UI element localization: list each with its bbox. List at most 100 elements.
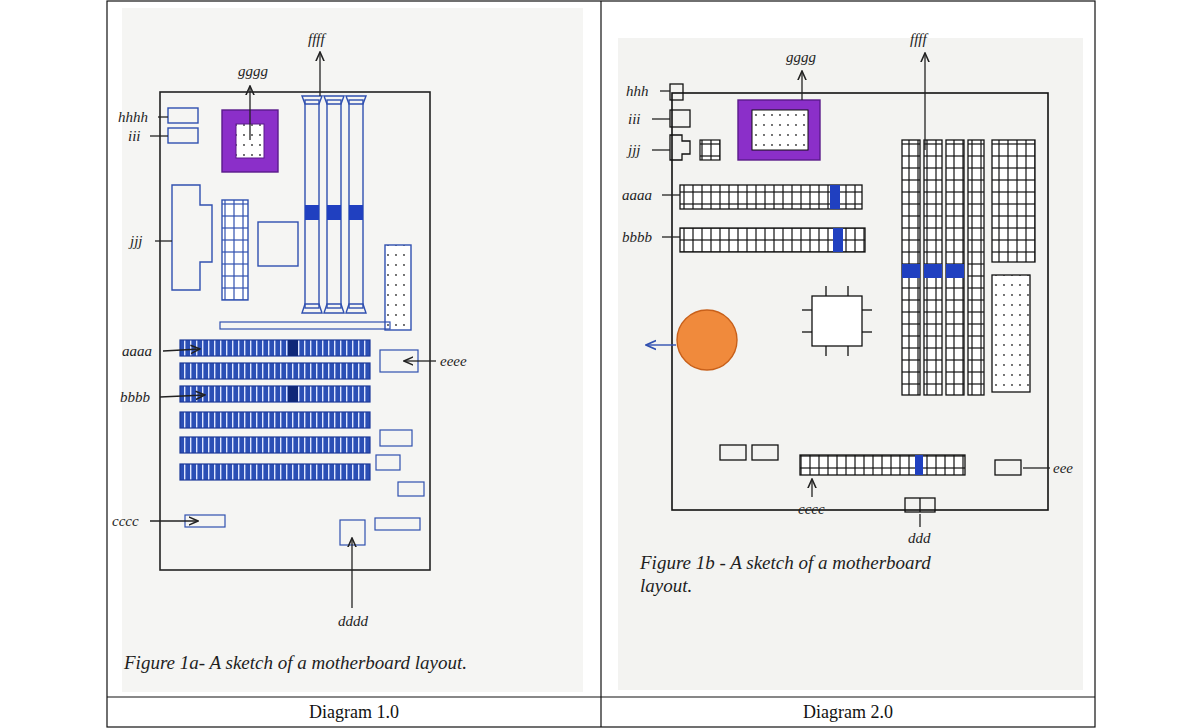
expansion-slots-left bbox=[180, 340, 370, 480]
callout-label: gggg bbox=[238, 62, 268, 80]
small-grid-right bbox=[700, 140, 720, 160]
io-ports-left bbox=[172, 185, 212, 290]
ram-slots-right bbox=[924, 140, 942, 395]
photo-paper bbox=[122, 8, 583, 692]
power-connector-left bbox=[222, 200, 248, 300]
callout-label: iii bbox=[128, 127, 141, 145]
callout-label: cccc bbox=[798, 500, 825, 518]
expansion-slots-right bbox=[830, 185, 840, 209]
small-components-left bbox=[375, 518, 420, 530]
chipset-right bbox=[802, 286, 872, 356]
ide-connector-left bbox=[385, 245, 411, 330]
chipset-right bbox=[847, 346, 848, 356]
panel-caption: Diagram 1.0 bbox=[107, 702, 601, 724]
leader-lines-left bbox=[404, 360, 436, 361]
expansion-slots-right bbox=[800, 455, 965, 475]
leader-lines-right bbox=[652, 53, 1050, 527]
expansion-slots-left bbox=[288, 386, 298, 402]
expansion-slots-left bbox=[180, 363, 370, 379]
small-components-right bbox=[995, 460, 1021, 475]
chipset-right bbox=[862, 309, 872, 310]
cpu-socket-right bbox=[752, 110, 808, 150]
ram-slots-left bbox=[327, 100, 341, 308]
small-grid-right bbox=[700, 140, 720, 160]
io-ports-right bbox=[670, 110, 690, 127]
cpu-socket-right bbox=[738, 100, 820, 160]
leader-lines-right bbox=[924, 53, 925, 150]
power-connector-left bbox=[222, 200, 248, 300]
io-ports-right bbox=[670, 135, 690, 160]
ram-slots-left bbox=[305, 100, 319, 308]
callout-label: aaaa bbox=[622, 186, 652, 204]
chipset-left bbox=[258, 222, 298, 266]
callout-label: eeee bbox=[440, 352, 467, 370]
leader-lines-left bbox=[158, 116, 168, 117]
ide-connector-left bbox=[385, 245, 411, 330]
chipset-right bbox=[802, 309, 812, 310]
ram-slots-left bbox=[349, 100, 363, 308]
expansion-slots-left bbox=[180, 464, 370, 480]
expansion-slots-right bbox=[915, 455, 923, 475]
callout-label: ffff bbox=[308, 30, 325, 48]
board-right bbox=[672, 93, 1048, 510]
expansion-slots-right bbox=[680, 185, 862, 209]
leader-lines-left bbox=[319, 52, 320, 96]
chipset-right bbox=[825, 346, 826, 356]
leader-lines-right bbox=[652, 118, 670, 119]
callout-label: ddd bbox=[908, 529, 931, 547]
agp-bar-left bbox=[220, 322, 390, 329]
ram-slots-left bbox=[305, 205, 319, 220]
leader-lines-left bbox=[150, 520, 198, 521]
figure-caption: Figure 1a- A sketch of a motherboard lay… bbox=[124, 652, 574, 675]
leader-lines-right bbox=[662, 236, 680, 237]
small-components-left bbox=[380, 430, 412, 446]
expansion-slots-left bbox=[180, 437, 370, 453]
leader-lines-right bbox=[660, 90, 670, 91]
ram-slots-left bbox=[327, 205, 341, 220]
ram-slots-left bbox=[349, 205, 363, 220]
chipset-right bbox=[812, 296, 862, 346]
agp-bar-left bbox=[220, 322, 390, 329]
ide-connector-right bbox=[992, 275, 1030, 392]
callout-label: dddd bbox=[338, 612, 368, 630]
ram-slots-right bbox=[946, 264, 964, 278]
ram-slots-right bbox=[902, 140, 920, 395]
small-components-left bbox=[398, 482, 424, 496]
ram-slots-left bbox=[302, 304, 322, 313]
expansion-slots-left bbox=[180, 340, 370, 356]
leader-lines-left bbox=[155, 240, 172, 241]
callout-label: aaaa bbox=[122, 342, 152, 360]
callout-label: iii bbox=[628, 110, 641, 128]
table-frame bbox=[107, 1, 1095, 727]
battery-right bbox=[646, 344, 676, 345]
cpu-socket-right bbox=[738, 100, 820, 160]
ram-slots-right bbox=[902, 264, 920, 278]
callout-label: jjj bbox=[628, 141, 641, 159]
expansion-slots-left bbox=[180, 386, 370, 402]
small-components-right bbox=[720, 445, 746, 460]
expansion-slots-left bbox=[180, 412, 370, 428]
photo-paper bbox=[618, 38, 1083, 690]
leader-lines-left bbox=[351, 538, 352, 608]
ram-slots-left bbox=[302, 96, 366, 313]
io-ports-right bbox=[670, 84, 683, 100]
expansion-slots-right bbox=[833, 228, 843, 252]
chipset-right bbox=[847, 286, 848, 296]
leader-lines-left bbox=[150, 135, 168, 136]
small-components-right bbox=[752, 445, 778, 460]
chipset-left bbox=[258, 222, 298, 266]
callout-label: hhh bbox=[626, 82, 649, 100]
leader-lines-left bbox=[163, 349, 200, 351]
callout-label: hhhh bbox=[118, 108, 148, 126]
callout-label: gggg bbox=[786, 48, 816, 66]
leader-lines-right bbox=[1023, 467, 1050, 468]
small-components-right bbox=[905, 498, 935, 512]
leader-lines-right bbox=[919, 514, 920, 527]
small-components-right bbox=[720, 445, 1021, 512]
chipset-right bbox=[825, 286, 826, 296]
panel-caption: Diagram 2.0 bbox=[601, 702, 1095, 724]
small-components-left bbox=[185, 350, 424, 545]
io-ports-left bbox=[168, 108, 198, 123]
